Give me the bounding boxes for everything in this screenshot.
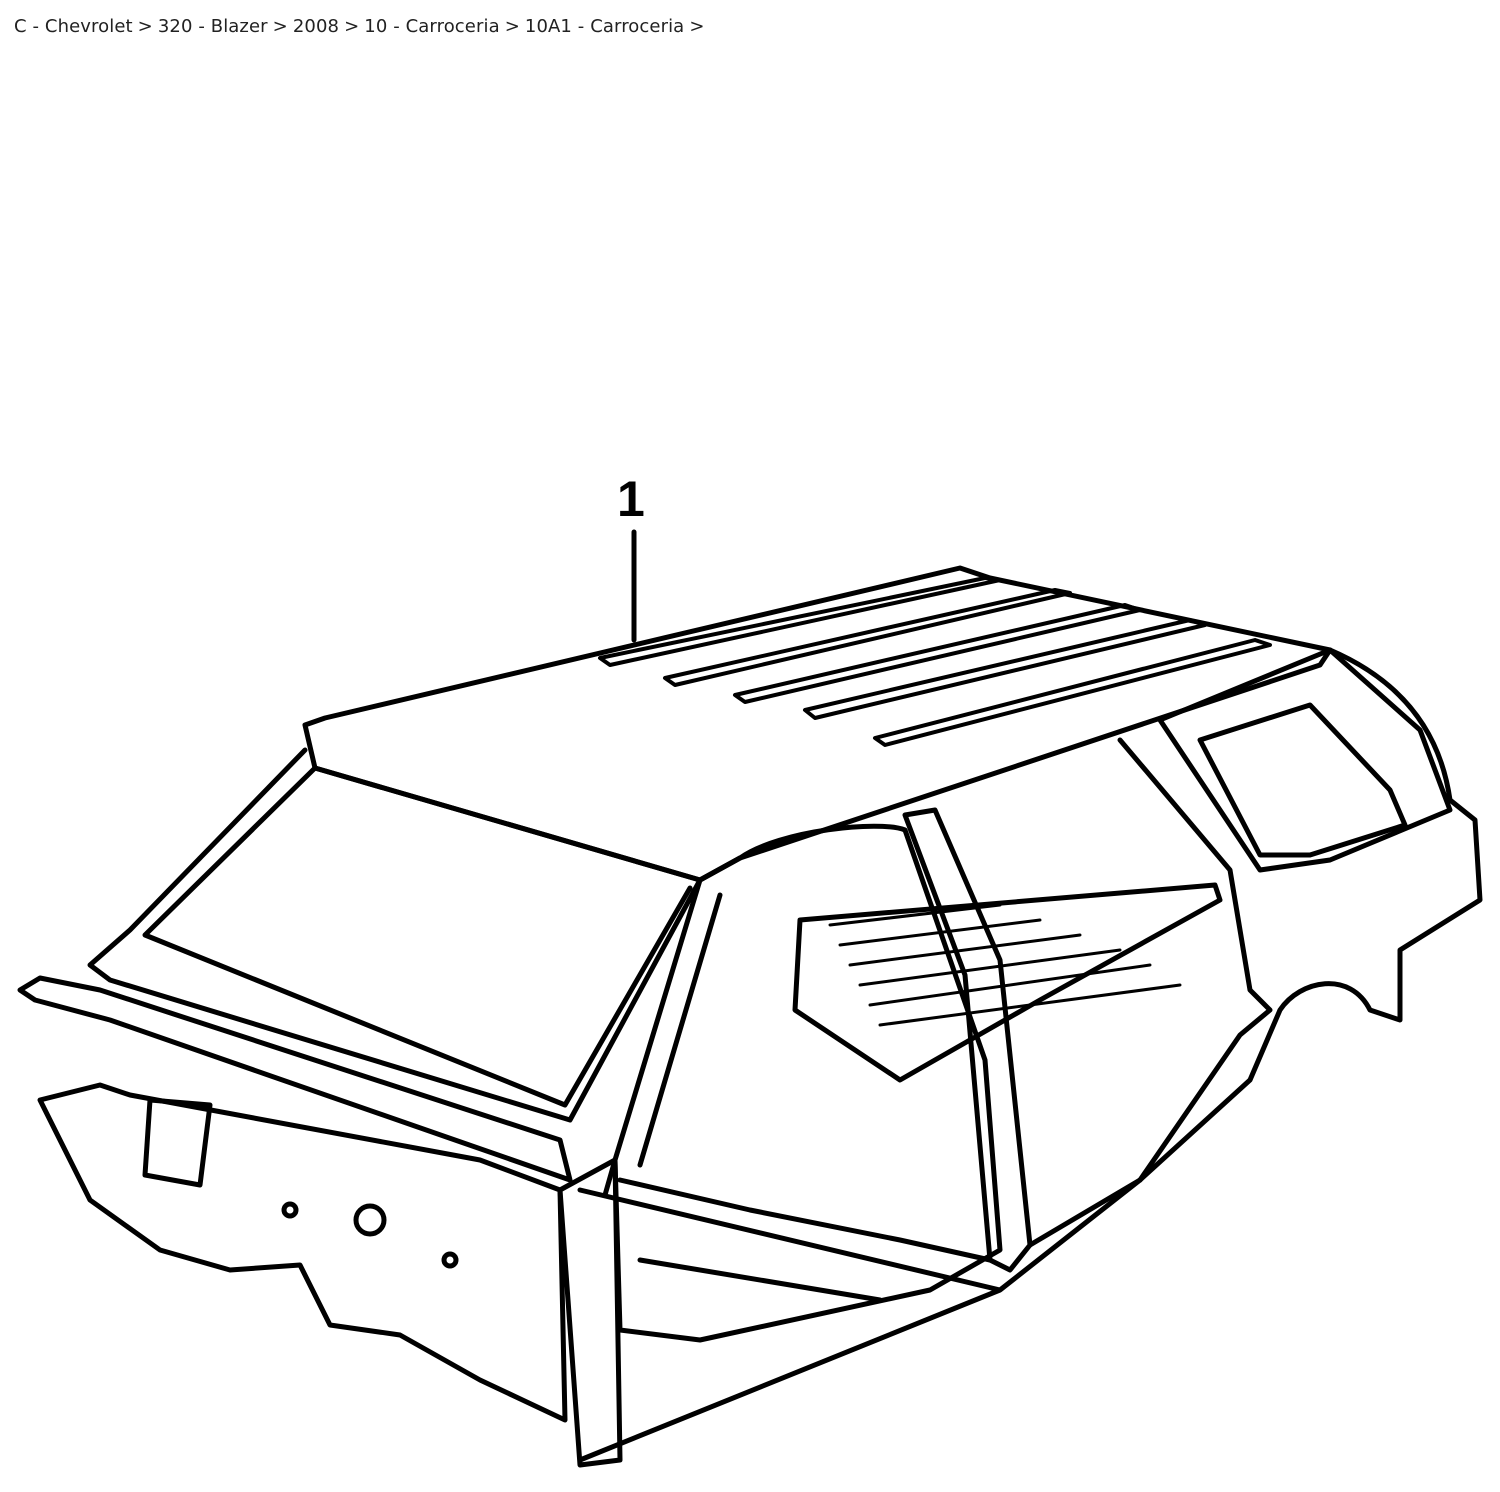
b-pillar	[902, 807, 1033, 1273]
breadcrumb-separator: >	[504, 16, 520, 37]
breadcrumb-separator: >	[689, 16, 705, 37]
breadcrumb-separator: >	[272, 16, 288, 37]
rocker-panel	[577, 1177, 1143, 1463]
breadcrumb-item-model[interactable]: 320 - Blazer	[157, 16, 268, 37]
breadcrumb-separator: >	[137, 16, 153, 37]
breadcrumb-item-year[interactable]: 2008	[292, 16, 340, 37]
breadcrumb-separator: >	[344, 16, 360, 37]
roof-front-edge	[312, 765, 743, 883]
front-floor	[617, 1177, 993, 1303]
rear-body-side	[1137, 647, 1483, 1183]
callout-label-1[interactable]: 1	[617, 471, 645, 527]
hinge-pillar	[557, 1157, 623, 1468]
breadcrumb: C - Chevrolet>320 - Blazer>2008>10 - Car…	[14, 16, 710, 37]
cargo-floor	[792, 882, 1223, 1083]
front-door-opening	[612, 823, 1003, 1343]
cowl-panel	[17, 975, 573, 1183]
firewall	[37, 1082, 568, 1423]
a-pillar	[602, 877, 723, 1198]
windshield-frame	[87, 747, 703, 1123]
breadcrumb-item-group[interactable]: 10 - Carroceria	[364, 16, 500, 37]
breadcrumb-item-subgroup[interactable]: 10A1 - Carroceria	[524, 16, 685, 37]
breadcrumb-item-brand[interactable]: C - Chevrolet	[14, 16, 133, 37]
